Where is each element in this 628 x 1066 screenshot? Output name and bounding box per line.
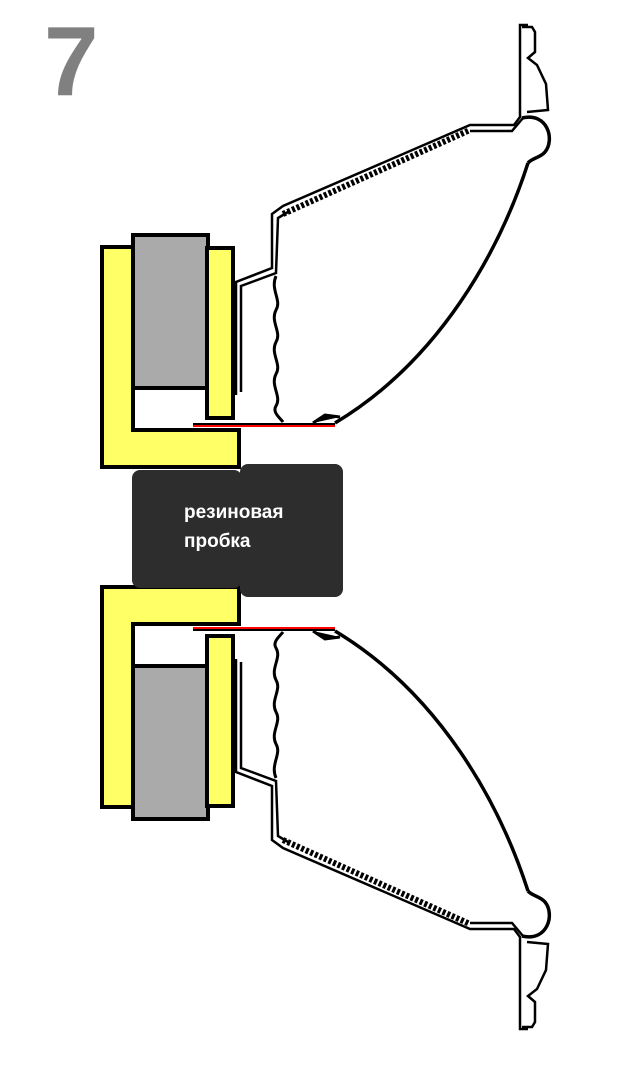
- rubber-plug-rear: [132, 470, 242, 588]
- rubber-plug-label: резиновая пробка: [184, 498, 283, 556]
- plug-label-line2: пробка: [184, 531, 251, 552]
- figure-number: 7: [44, 6, 99, 116]
- plug-label-line1: резиновая: [184, 502, 284, 523]
- rubber-plug-front: [240, 464, 343, 597]
- upper-half: [102, 25, 549, 467]
- lower-half: [102, 587, 549, 1029]
